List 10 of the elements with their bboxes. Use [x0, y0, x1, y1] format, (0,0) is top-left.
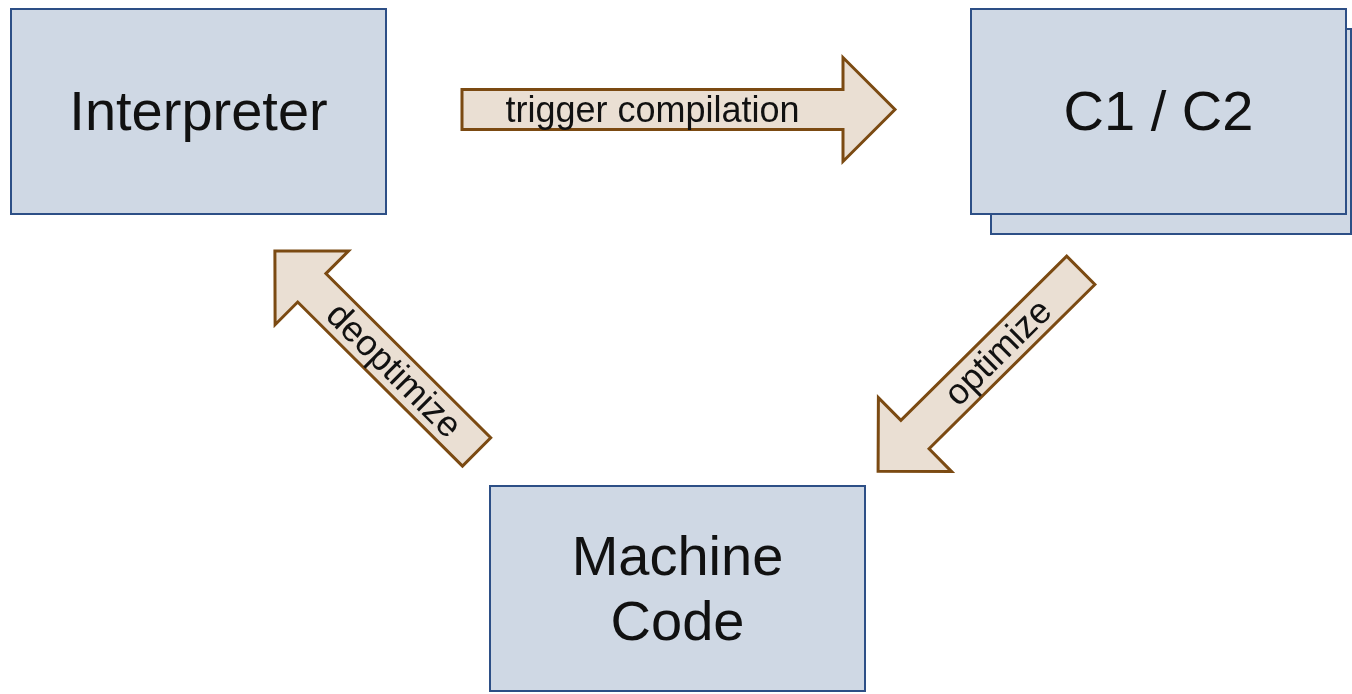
box-label: Interpreter [69, 79, 328, 144]
edge-label: trigger compilation [505, 91, 800, 128]
box-label: C1 / C2 [1063, 79, 1254, 144]
process-box [10, 8, 387, 215]
process-box [489, 485, 866, 692]
block-arrow [273, 249, 493, 469]
process-box [970, 8, 1347, 215]
block-arrow [876, 253, 1098, 474]
block-arrow [460, 53, 898, 166]
box-label: Machine Code [570, 524, 785, 653]
